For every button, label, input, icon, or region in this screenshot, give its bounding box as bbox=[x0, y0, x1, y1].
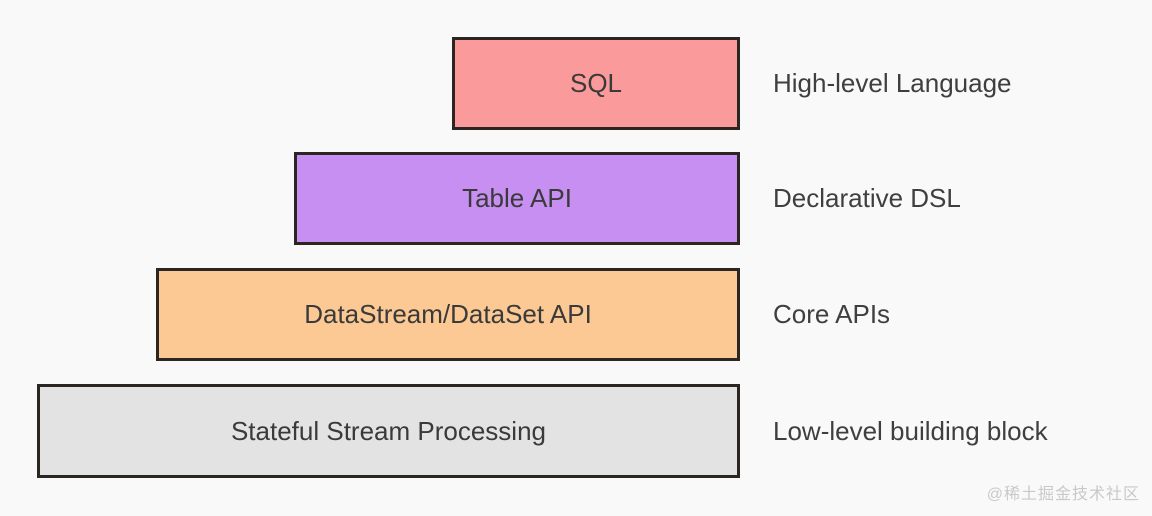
layer-box-datastream-dataset-api-label: DataStream/DataSet API bbox=[304, 299, 592, 329]
layer-annotation-core-apis: Core APIs bbox=[773, 299, 891, 329]
layer-box-table-api-label: Table API bbox=[462, 183, 572, 213]
layer-box-stateful-stream-processing-label: Stateful Stream Processing bbox=[230, 415, 547, 446]
layer-box-sql-label: SQL bbox=[569, 68, 623, 98]
watermark: @稀土掘金技术社区 bbox=[986, 486, 1140, 503]
layer-box-stateful-stream-processing: Stateful Stream Processing bbox=[37, 384, 740, 478]
layer-annotation-declarative-dsl: Declarative DSL bbox=[773, 183, 961, 213]
layer-annotation-low-level-building-block: Low-level building block bbox=[773, 415, 1048, 446]
layer-box-datastream-dataset-api: DataStream/DataSet API bbox=[156, 268, 740, 361]
layer-box-sql: SQL bbox=[452, 37, 740, 130]
layer-box-table-api: Table API bbox=[294, 152, 740, 245]
layer-annotation-high-level-language: High-level Language bbox=[773, 68, 1012, 98]
